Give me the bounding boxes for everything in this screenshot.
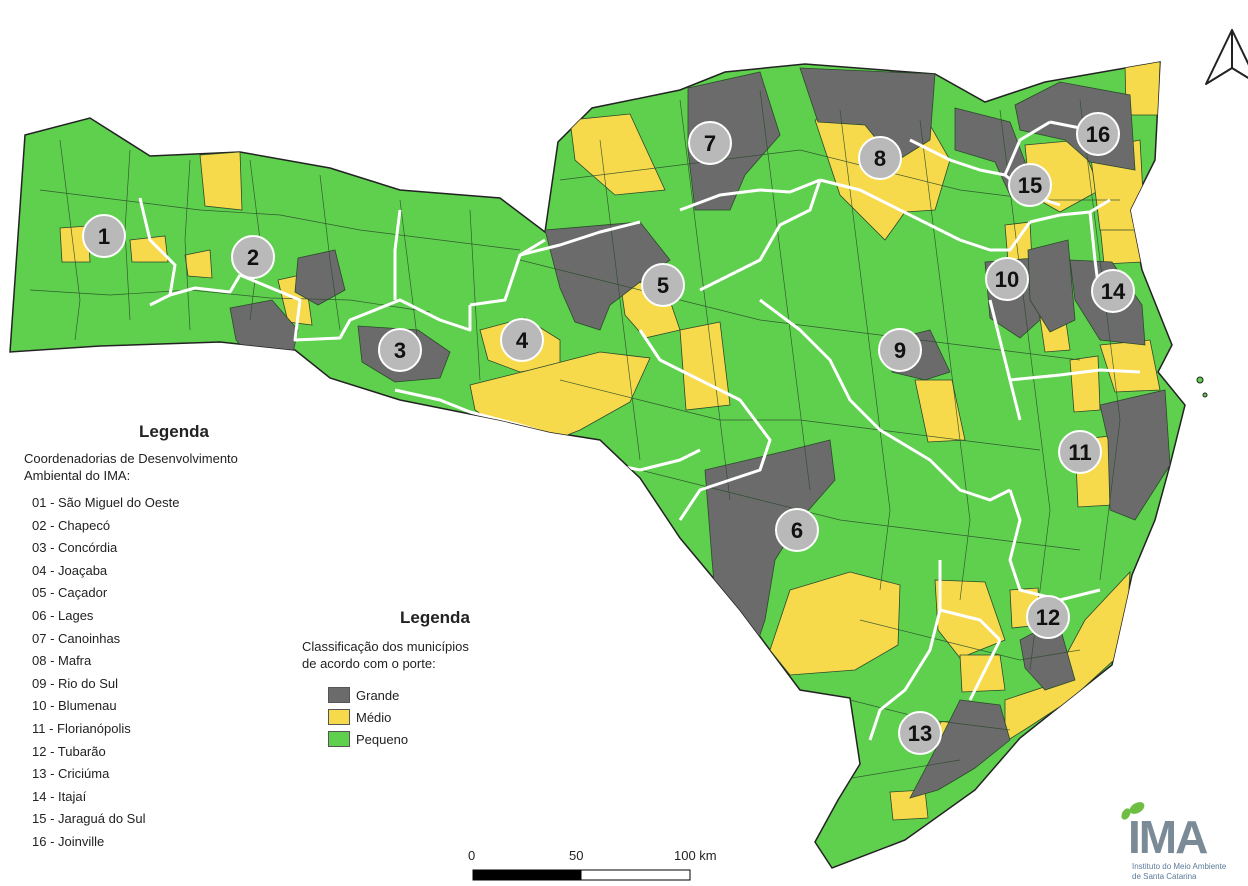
legend-region-item: 07 - Canoinhas [32,630,121,646]
region-marker-7: 7 [688,121,732,165]
legend-region-item: 03 - Concórdia [32,540,118,556]
region-marker-4: 4 [500,318,544,362]
municipal-boundaries [29,89,1121,781]
legend-size-pequeno: Pequeno [328,728,602,750]
region-marker-label: 7 [704,131,716,156]
region-marker-circle [878,328,922,372]
pequeno-label: Pequeno [356,731,409,747]
legend-region-item: 15 - Jaraguá do Sul [32,811,146,827]
legend-region-item: 06 - Lages [32,607,94,623]
region-marker-circle [1008,163,1052,207]
region-marker-circle [641,263,685,307]
ima-logo-text: IMA [1128,811,1208,863]
north-arrow-icon [1205,29,1248,85]
region-marker-circle [82,214,126,258]
region-marker-label: 11 [1068,440,1091,465]
legend-size-title: Legenda [400,608,470,627]
legend-region-item: 14 - Itajaí [32,788,87,804]
region-marker-circle [1026,595,1070,639]
region-marker-9: 9 [878,328,922,372]
region-marker-circle [985,257,1029,301]
region-marker-label: 4 [516,328,529,353]
region-marker-circle [378,328,422,372]
ima-logo-caption-1: Instituto do Meio Ambiente [1132,862,1227,871]
region-marker-14: 14 [1091,269,1135,313]
region-marker-16: 16 [1076,112,1120,156]
legend-size-subtitle-line2: de acordo com o porte: [302,656,436,671]
region-marker-circle [1076,112,1120,156]
region-marker-label: 9 [894,338,906,363]
legend-region-item: 16 - Joinville [32,833,105,849]
legend-regions-list: 01 - São Miguel do Oeste 02 - Chapecó 03… [24,492,344,854]
region-marker-label: 12 [1036,605,1060,630]
legend-region-item: 05 - Caçador [32,585,108,601]
region-marker-label: 15 [1018,173,1042,198]
scale-label-100: 100 km [674,848,717,863]
region-marker-label: 3 [394,338,406,363]
legend-regions-subtitle-line2: Ambiental do IMA: [24,468,131,483]
region-marker-10: 10 [985,257,1029,301]
pequeno-swatch [328,731,350,747]
region-marker-label: 13 [908,721,932,746]
legend-regions-subtitle-line1: Coordenadorias de Desenvolvimento [24,451,238,466]
region-marker-label: 10 [995,267,1019,292]
legend-size-subtitle: Classificação dos municípios de acordo c… [302,638,602,672]
medio-label: Médio [356,709,392,725]
region-marker-8: 8 [858,136,902,180]
region-marker-label: 16 [1086,122,1110,147]
legend-region-item: 04 - Joaçaba [32,562,108,578]
region-marker-label: 6 [791,518,803,543]
region-marker-11: 11 [1058,430,1102,474]
region-marker-5: 5 [641,263,685,307]
region-marker-circle [1091,269,1135,313]
ima-logo: IMA Instituto do Meio Ambiente de Santa … [1122,806,1248,886]
region-marker-label: 5 [657,273,669,298]
region-marker-label: 8 [874,146,886,171]
scale-label-50: 50 [569,848,584,863]
island-marker [1196,376,1204,384]
scale-label-0: 0 [468,848,476,863]
region-marker-circle [500,318,544,362]
region-marker-circle [775,508,819,552]
legend-region-item: 10 - Blumenau [32,698,117,714]
legend-region-item: 12 - Tubarão [32,743,106,759]
legend-region-item: 11 - Florianópolis [32,720,131,736]
legend-size: Legenda Classificação dos municípios de … [302,608,602,750]
ima-logo-caption-2: de Santa Catarina [1132,872,1197,881]
legend-size-medio: Médio [328,706,602,728]
legend-region-item: 01 - São Miguel do Oeste [32,495,180,510]
logo-leaf-icon [1121,802,1145,820]
region-marker-1: 1 [82,214,126,258]
medio-swatch [328,709,350,725]
legend-region-item: 13 - Criciúma [32,766,110,782]
grande-label: Grande [356,687,400,703]
legend-regions-subtitle: Coordenadorias de Desenvolvimento Ambien… [24,450,344,484]
legend-region-item: 09 - Rio do Sul [32,675,118,691]
region-marker-label: 1 [98,224,110,249]
scale-bar [472,869,691,881]
region-marker-15: 15 [1008,163,1052,207]
region-marker-2: 2 [231,235,275,279]
region-marker-3: 3 [378,328,422,372]
island-marker [1202,392,1208,398]
region-marker-label: 2 [247,245,259,270]
legend-regions-title: Legenda [139,422,209,441]
region-marker-circle [858,136,902,180]
legend-region-item: 02 - Chapecó [32,517,111,533]
region-marker-13: 13 [898,711,942,755]
legend-size-grande: Grande [328,684,602,706]
region-marker-label: 14 [1101,279,1126,304]
region-marker-12: 12 [1026,595,1070,639]
region-marker-circle [1058,430,1102,474]
legend-region-item: 08 - Mafra [32,653,92,669]
grande-swatch [328,687,350,703]
legend-size-subtitle-line1: Classificação dos municípios [302,639,469,654]
region-marker-circle [898,711,942,755]
region-marker-circle [688,121,732,165]
region-marker-circle [231,235,275,279]
legend-regions: Legenda Coordenadorias de Desenvolviment… [24,422,344,854]
region-marker-6: 6 [775,508,819,552]
